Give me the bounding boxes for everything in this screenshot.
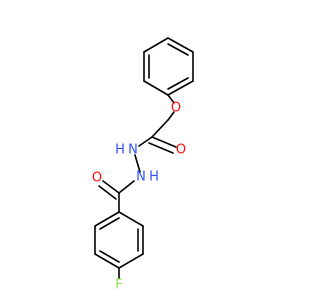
bond: [138, 136, 153, 147]
bond: [167, 94, 175, 104]
bond: [167, 111, 175, 121]
structure-drawing: O O H N N H O F: [92, 37, 194, 293]
atom-label-carbonyl-oxygen-bottom: O: [92, 171, 102, 186]
bond: [167, 80, 194, 96]
bond: [118, 180, 135, 194]
bond: [151, 136, 177, 148]
atom-label-ether-oxygen: O: [171, 101, 181, 116]
bond: [102, 180, 120, 194]
bond: [99, 217, 120, 230]
bond: [143, 80, 169, 96]
atom-label-hydrogen-upper: H: [115, 143, 125, 158]
molecule-canvas: O O H N N H O F: [92, 37, 194, 293]
atom-label-carbonyl-oxygen-top: O: [176, 143, 186, 158]
bond: [167, 37, 194, 53]
bond: [98, 185, 117, 200]
atom-label-nitrogen-lower: N: [136, 170, 146, 185]
bond: [151, 119, 169, 138]
bond: [167, 77, 189, 90]
fluorophenyl-ring: [94, 211, 144, 269]
bond: [167, 43, 189, 56]
atom-label-nitrogen-upper: N: [128, 143, 138, 158]
bond: [148, 142, 174, 154]
bond: [118, 211, 144, 227]
bond: [94, 253, 120, 269]
bond: [94, 211, 120, 227]
phenyl-ring: [143, 37, 194, 96]
bond: [143, 37, 169, 53]
atom-label-fluorine: F: [115, 278, 122, 293]
bond: [134, 154, 141, 173]
bond: [118, 253, 144, 269]
bond: [99, 250, 120, 263]
atom-label-hydrogen-lower: H: [149, 170, 159, 185]
